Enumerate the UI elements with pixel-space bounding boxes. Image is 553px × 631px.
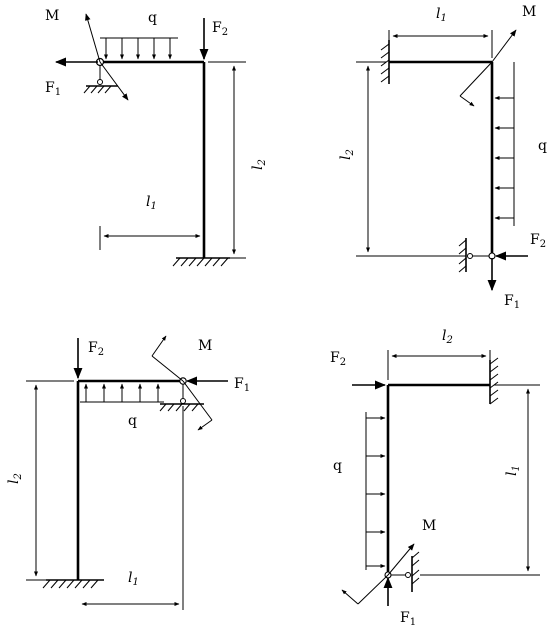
frame-diagram-1: F1 M q F2 l2 l1 [45, 8, 268, 267]
dim-l2-label: l2 [6, 473, 24, 484]
roller-ground-hatch [411, 551, 420, 585]
force-f1-label: F1 [400, 610, 416, 628]
dim-l2-label: l2 [250, 159, 268, 170]
dim-l1-label: l1 [436, 6, 447, 24]
fixed-support-hatch [172, 257, 229, 267]
moment-label: M [45, 8, 59, 24]
frame-diagram-2: F1 F2 M q l1 l2 [338, 4, 547, 311]
distributed-load-q [84, 383, 160, 402]
force-f2-label: F2 [530, 232, 546, 250]
moment-arrow-tip [151, 335, 167, 357]
force-f1-label: F1 [504, 293, 520, 311]
force-f2-label: F2 [88, 340, 104, 358]
moment-label: M [422, 518, 436, 534]
hinge-lower [467, 253, 473, 259]
force-f1-label: F1 [234, 376, 250, 394]
frame-diagram-4: F1 F2 M q l2 l1 [330, 328, 540, 628]
dim-l1-label: l1 [146, 194, 157, 212]
hinge-lower [180, 398, 186, 404]
force-f2-label: F2 [212, 20, 228, 38]
fixed-support-hatch [42, 579, 99, 589]
moment-arrow-down [182, 380, 213, 421]
load-label: q [333, 458, 342, 474]
distributed-load-q [494, 96, 514, 220]
moment-arrow-up [491, 29, 517, 63]
moment-arrow-tip [341, 589, 359, 605]
fixed-support-hatch [489, 357, 499, 405]
distributed-load-q [104, 38, 172, 60]
moment-arrow-up [151, 355, 184, 382]
moment-arrow-down [459, 61, 493, 97]
moment-arrow-up [387, 543, 415, 576]
fixed-support-hatch [380, 43, 390, 83]
distributed-load-q [366, 416, 386, 568]
load-label: q [128, 413, 137, 429]
moment-label: M [522, 4, 536, 20]
dim-l1-label: l1 [128, 570, 139, 588]
dim-l1-label: l1 [504, 465, 522, 476]
moment-arrow-down [357, 574, 389, 605]
load-label: q [538, 138, 547, 154]
force-f1-label: F1 [45, 80, 61, 98]
roller-ground-hatch [83, 85, 112, 94]
moment-arrow-up [85, 13, 101, 63]
moment-arrow-tip [197, 419, 213, 431]
frame-diagram-3: F1 F2 M q l2 l1 [6, 335, 250, 610]
dim-l2-label: l2 [442, 328, 453, 346]
moment-label: M [198, 338, 212, 354]
load-label: q [148, 10, 157, 26]
force-f2-label: F2 [330, 350, 346, 368]
roller-ground-hatch [458, 239, 467, 273]
dim-l2-label: l2 [338, 149, 356, 160]
moment-arrow-tip [459, 95, 475, 107]
hinge-lower [405, 572, 411, 578]
moment-arrow-down [99, 61, 129, 101]
roller-ground-hatch [159, 403, 199, 412]
hinge-lower [97, 79, 103, 85]
